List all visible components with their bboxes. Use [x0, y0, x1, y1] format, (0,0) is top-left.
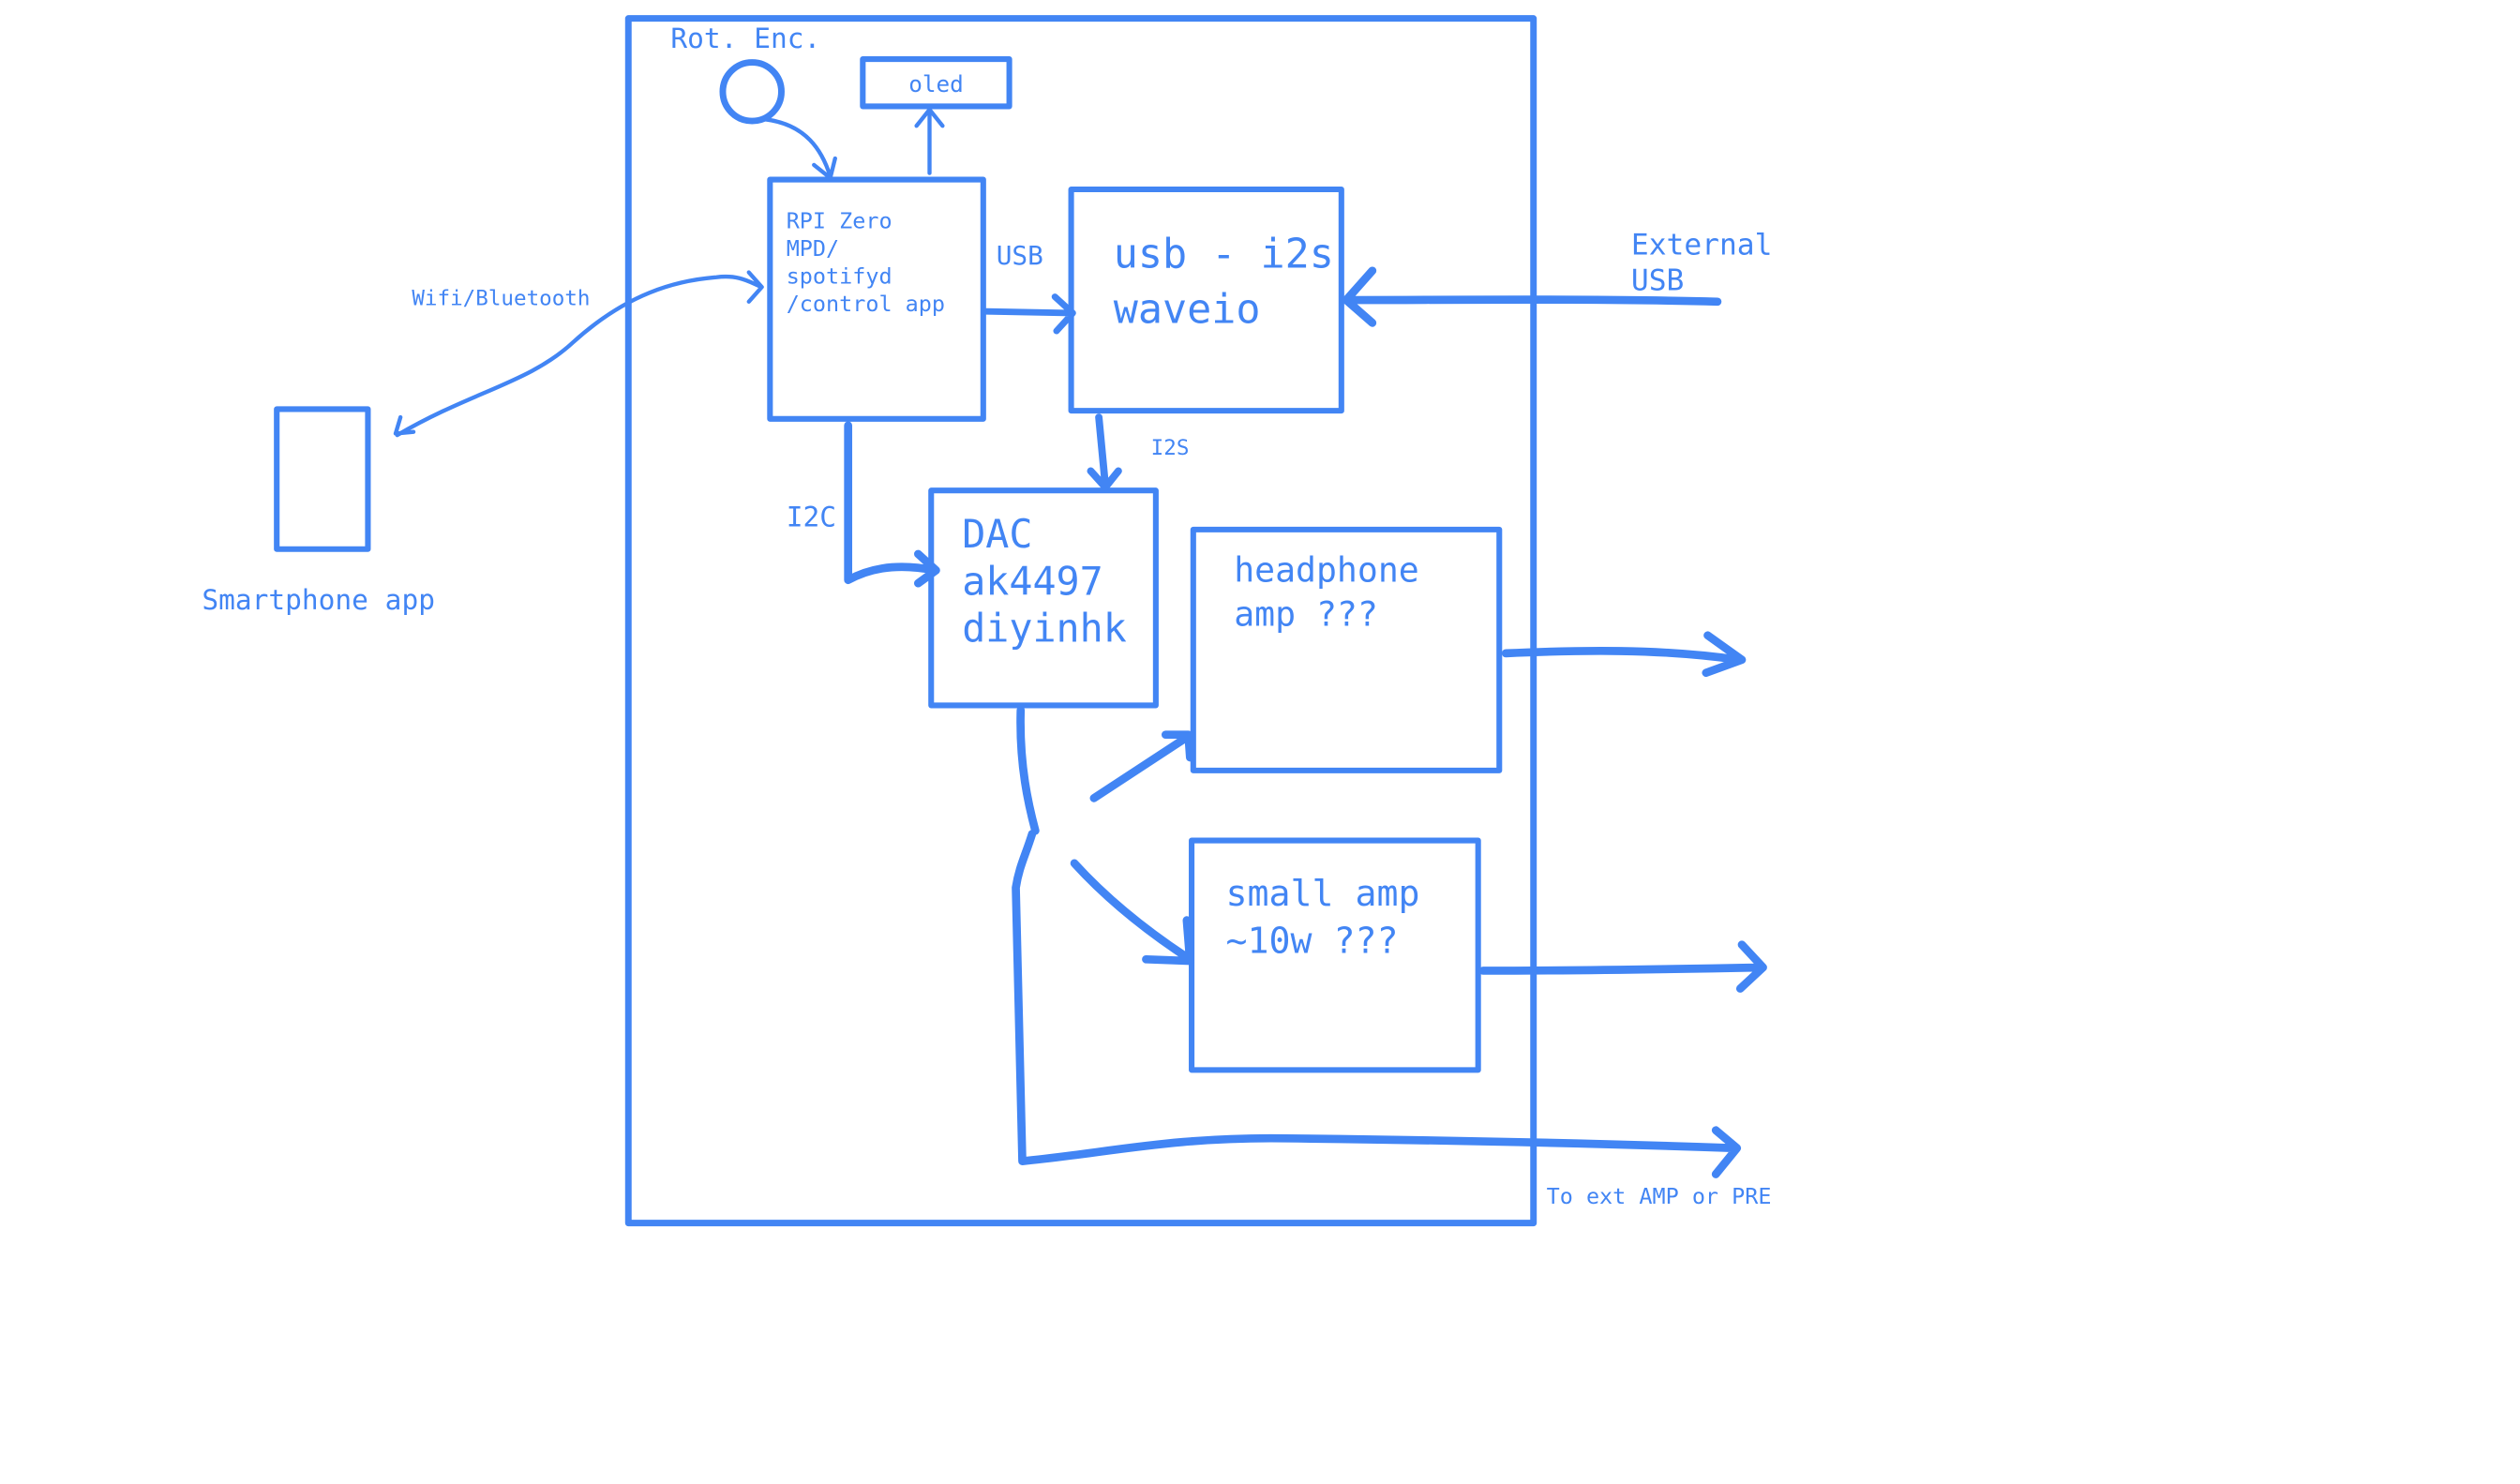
usb-i2s-label: usb - i2s waveio	[1114, 231, 1358, 333]
rpi-line-3: spotifyd	[787, 263, 892, 290]
oled-label: oled	[908, 70, 964, 97]
external-usb-label: External USB	[1631, 228, 1790, 297]
oled-box	[860, 56, 1012, 110]
dac-line-3: diyinhk	[962, 606, 1127, 652]
usb-edge-label: USB	[997, 240, 1043, 271]
smartphone-box	[274, 406, 371, 552]
usb-i2s-box	[1068, 186, 1344, 414]
smartphone-label: Smartphone app	[202, 584, 435, 616]
headphone-amp-line-2: amp ???	[1234, 593, 1378, 634]
external-usb-line-1: External	[1631, 228, 1773, 262]
rpi-zero-box	[767, 176, 986, 422]
rpi-to-usb-i2s-arrow	[982, 293, 1076, 335]
rotary-encoder-label: Rot. Enc.	[670, 22, 820, 54]
small-amp-label: small amp ~10w ???	[1226, 874, 1442, 962]
small-amp-output-arrow	[1478, 940, 1767, 993]
rpi-line-2: MPD/	[787, 235, 839, 262]
device-enclosure	[624, 15, 1538, 1227]
small-amp-line-2: ~10w ???	[1226, 921, 1399, 962]
encoder-to-rpi-arrow	[762, 117, 837, 180]
rpi-zero-label: RPI Zero MPD/ spotifyd /control app	[787, 208, 945, 318]
dac-to-headphone-amp-arrow	[1089, 730, 1194, 802]
dac-output-line	[1016, 706, 1040, 835]
i2c-edge-label: I2C	[787, 501, 836, 532]
rpi-to-oled-arrow	[914, 107, 945, 175]
dac-line-1: DAC	[962, 511, 1032, 557]
rotary-encoder-knob	[719, 59, 785, 125]
headphone-amp-label: headphone amp ???	[1234, 549, 1439, 634]
usb-i2s-line-1: usb - i2s	[1114, 231, 1334, 277]
headphone-amp-line-1: headphone	[1234, 549, 1419, 590]
usb-i2s-to-dac-arrow	[1087, 413, 1122, 491]
i2s-edge-label: I2S	[1151, 436, 1190, 460]
small-amp-line-1: small amp	[1226, 874, 1420, 915]
dac-line-2: ak4497	[962, 558, 1102, 604]
dac-to-external-amp-line	[1012, 830, 1742, 1178]
dac-box	[928, 487, 1159, 709]
headphone-amp-output-arrow	[1501, 631, 1747, 678]
wifi-bluetooth-label: Wifi/Bluetooth	[412, 286, 590, 310]
external-usb-line-2: USB	[1631, 264, 1684, 298]
rpi-line-4: /control app	[787, 291, 945, 317]
rpi-line-1: RPI Zero	[787, 208, 892, 234]
wifi-bluetooth-link	[393, 270, 764, 438]
dac-label: DAC ak4497 diyinhk	[962, 511, 1127, 652]
external-usb-arrow	[1342, 266, 1722, 327]
to-ext-amp-label: To ext AMP or PRE	[1547, 1183, 1772, 1209]
dac-to-small-amp-arrow	[1070, 859, 1194, 966]
headphone-amp-box	[1190, 526, 1503, 773]
usb-i2s-line-2: waveio	[1114, 286, 1261, 333]
rpi-to-dac-i2c-arrow	[844, 421, 940, 588]
